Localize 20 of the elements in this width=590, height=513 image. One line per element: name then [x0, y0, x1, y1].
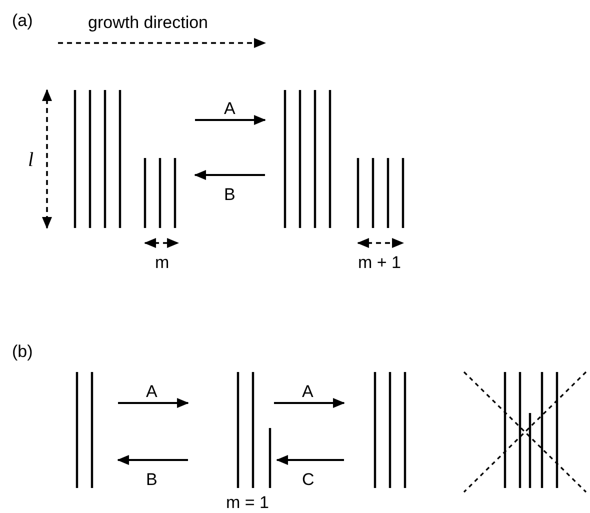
reaction-arrow [194, 170, 265, 180]
reaction-arrow [117, 455, 188, 465]
edge-label: B [224, 186, 236, 203]
dimension-label: m [155, 254, 170, 271]
edge-label: A [146, 383, 158, 400]
reaction-arrow [195, 115, 266, 125]
reaction-arrow [274, 398, 345, 408]
count-label: m = 1 [226, 494, 269, 511]
axis-caption: growth direction [88, 14, 208, 31]
edge-label: C [302, 471, 314, 488]
edge-label: B [146, 471, 158, 488]
reaction-arrow [276, 455, 344, 465]
panel-label: (b) [12, 343, 33, 360]
dimension-label: m + 1 [358, 254, 401, 271]
panel-label: (a) [12, 12, 33, 29]
crossed-out-stack-drawing [462, 370, 588, 494]
edge-label: A [302, 383, 314, 400]
length-symbol: l [28, 150, 34, 170]
edge-label: A [224, 100, 236, 117]
reaction-arrow [118, 398, 189, 408]
